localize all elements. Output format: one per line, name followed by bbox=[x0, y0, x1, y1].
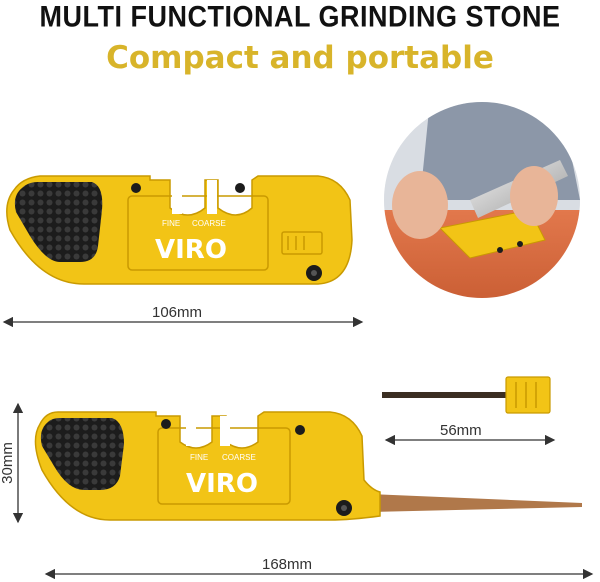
coarse-label: COARSE bbox=[222, 453, 256, 462]
page-subtitle: Compact and portable bbox=[106, 40, 494, 76]
screw-icon bbox=[295, 425, 305, 435]
grip-pad bbox=[40, 418, 124, 490]
screw-icon bbox=[161, 419, 171, 429]
grip-pad bbox=[14, 182, 103, 262]
page-title: MULTI FUNCTIONAL GRINDING STONE bbox=[39, 0, 561, 34]
hand-left bbox=[392, 171, 448, 239]
sharpening-rod bbox=[382, 376, 551, 414]
closed-length-label: 106mm bbox=[152, 304, 203, 321]
sharpener-open: FINE COARSE VIRO bbox=[34, 411, 582, 521]
open-length-label: 168mm bbox=[262, 556, 313, 573]
fine-label: FINE bbox=[162, 219, 180, 228]
usage-photo bbox=[384, 102, 580, 298]
screw-icon bbox=[131, 183, 141, 193]
coarse-slot bbox=[207, 180, 217, 214]
screw-icon bbox=[235, 183, 245, 193]
coarse-slot bbox=[220, 416, 230, 446]
slide-button bbox=[281, 231, 323, 255]
hand-right bbox=[510, 166, 558, 226]
fine-slot bbox=[186, 416, 196, 446]
rod-length-label: 56mm bbox=[440, 422, 482, 439]
brand-logo: VIRO bbox=[155, 235, 227, 265]
fine-label: FINE bbox=[190, 453, 208, 462]
coarse-label: COARSE bbox=[192, 219, 226, 228]
height-label: 30mm bbox=[0, 442, 16, 484]
brand-logo: VIRO bbox=[186, 469, 258, 499]
fine-slot bbox=[172, 180, 182, 214]
sharpener-closed: FINE COARSE VIRO bbox=[6, 175, 353, 285]
label-panel bbox=[127, 195, 269, 271]
extended-rod bbox=[370, 494, 582, 512]
